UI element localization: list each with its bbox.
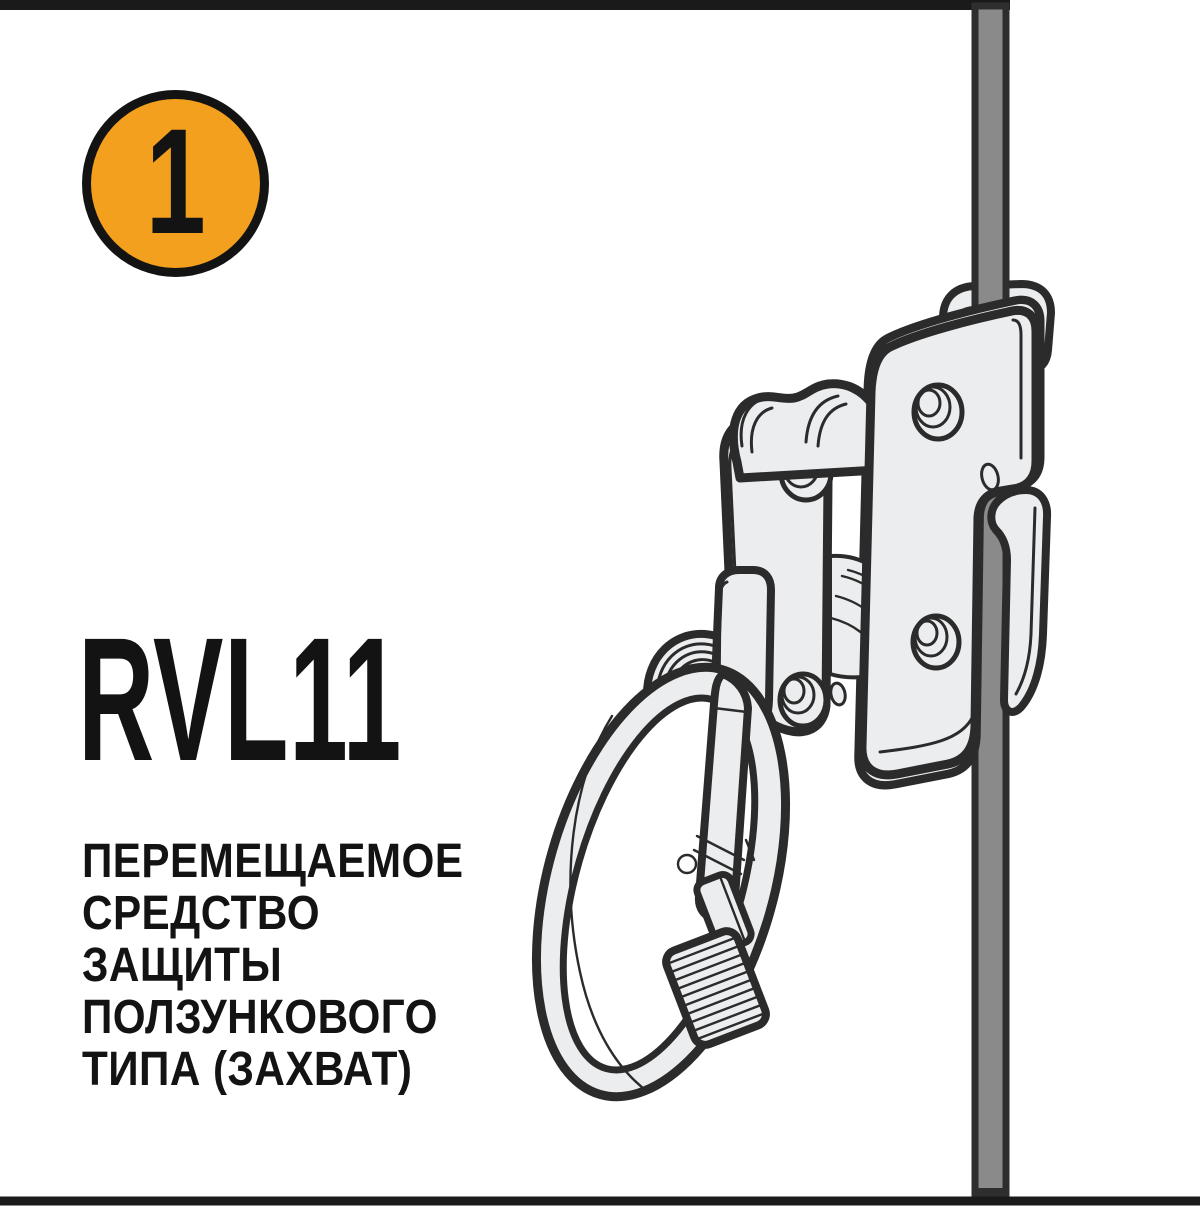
product-description: ПЕРЕМЕЩАЕМОЕ СРЕДСТВО ЗАЩИТЫ ПОЛЗУНКОВОГ… <box>82 836 463 1096</box>
description-line: ТИПА (ЗАХВАТ) <box>82 1043 413 1096</box>
rivet-bottom-icon <box>910 613 962 671</box>
side-hook-icon <box>987 486 1052 716</box>
carabiner-icon <box>531 662 791 1102</box>
description-line: ПЕРЕМЕЩАЕМОЕ <box>82 835 464 888</box>
description-line: ЗАЩИТЫ <box>82 939 283 992</box>
product-code: RVL11 <box>78 602 402 798</box>
pivot-pin-bottom-icon <box>777 671 829 729</box>
main-plate-icon <box>857 305 1041 780</box>
upper-linkage-icon <box>728 379 886 483</box>
screw-lock-sleeve-icon <box>662 927 770 1049</box>
rivet-top-icon <box>911 382 965 442</box>
description-line: СРЕДСТВО <box>82 887 321 940</box>
step-badge: 1 <box>82 90 269 277</box>
step-number: 1 <box>145 96 206 265</box>
description-line: ПОЛЗУНКОВОГО <box>82 991 438 1044</box>
